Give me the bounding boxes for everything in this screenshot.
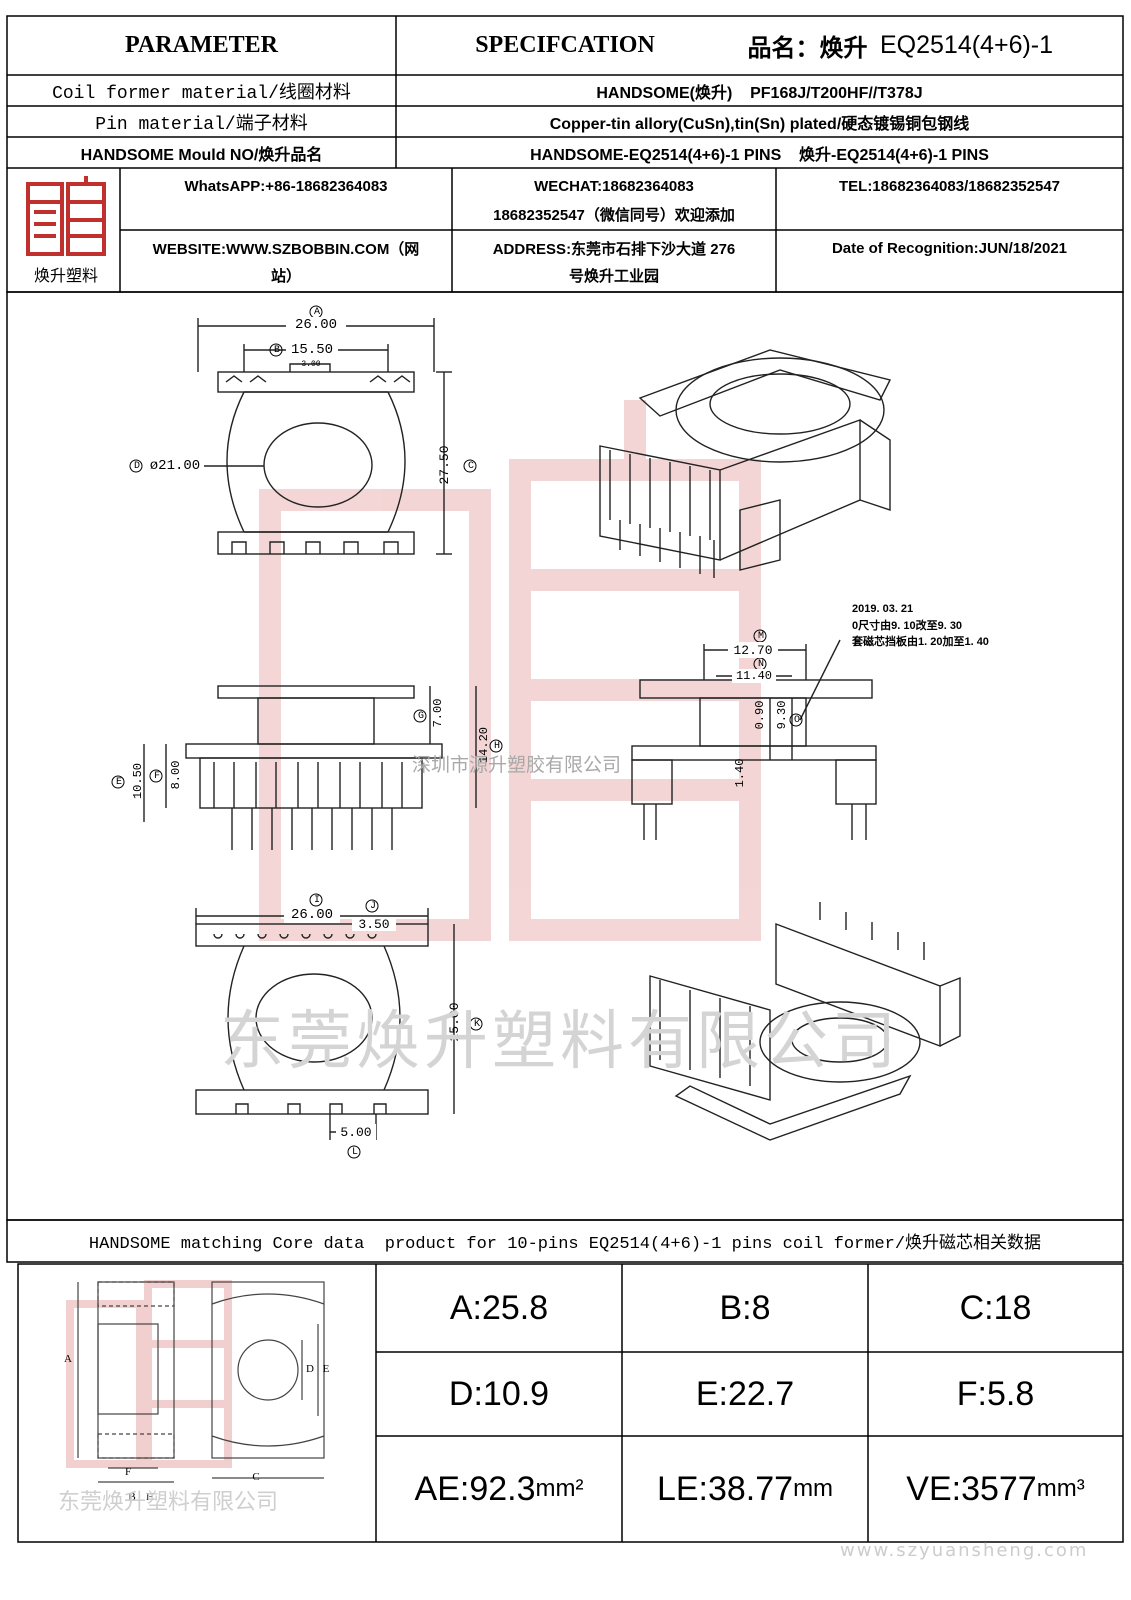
core-label-d: D bbox=[306, 1363, 314, 1375]
core-ae-unit: mm² bbox=[535, 1475, 584, 1502]
dim-value-i: 26.00 bbox=[284, 907, 340, 923]
dim-value-f: 8.00 bbox=[169, 760, 183, 790]
tel-text: TEL:18682364083/18682352547 bbox=[838, 177, 1061, 195]
dim-label-k: K bbox=[473, 1018, 480, 1030]
core-label-c: C bbox=[252, 1471, 260, 1483]
core-label-a: A bbox=[64, 1353, 72, 1365]
dim-label-l: L bbox=[351, 1146, 358, 1158]
core-ae-label: AE:92.3 bbox=[414, 1469, 536, 1508]
watermark-big: 东莞焕升塑料有限公司 bbox=[220, 1005, 900, 1079]
dim-label-o: O bbox=[793, 714, 800, 726]
coil-former-material-value: HANDSOME(焕升) PF168J/T200HF//T378J bbox=[596, 84, 923, 102]
mould-no-label: HANDSOME Mould NO/焕升品名 bbox=[80, 146, 323, 164]
dim-value-3: 3.00 bbox=[301, 359, 321, 369]
pin-material-value: Copper-tin allory(CuSn),tin(Sn) plated/硬… bbox=[549, 115, 970, 133]
dim-value-140: 1.40 bbox=[733, 758, 747, 788]
dim-label-j: J bbox=[369, 900, 376, 912]
core-label-e: E bbox=[322, 1363, 330, 1375]
company-logo-icon bbox=[26, 176, 106, 256]
core-le-unit: mm bbox=[793, 1475, 834, 1502]
dim-value-o1: 0.90 bbox=[753, 700, 767, 730]
product-name-label: 品名：焕升 bbox=[747, 34, 868, 62]
product-name-value: EQ2514(4+6)-1 bbox=[880, 31, 1054, 59]
core-le-label: LE:38.77 bbox=[656, 1469, 794, 1508]
core-label-h: H bbox=[146, 1491, 154, 1503]
dim-label-a: A bbox=[313, 306, 320, 318]
note-line3: 套磁芯挡板由1. 20加至1. 40 bbox=[852, 636, 989, 648]
dim-label-m: M bbox=[757, 630, 764, 642]
core-ve-label: VE:3577 bbox=[906, 1469, 1037, 1508]
core-b-value: B:8 bbox=[719, 1288, 771, 1327]
wechat-line1: WECHAT:18682364083 bbox=[534, 177, 694, 195]
address-line1: ADDRESS:东莞市石排下沙大道 276 bbox=[492, 240, 736, 258]
note-date: 2019. 03. 21 bbox=[852, 603, 914, 615]
core-d-value: D:10.9 bbox=[448, 1374, 550, 1413]
address-line2: 号焕升工业园 bbox=[568, 267, 659, 285]
website-line1[interactable]: WEBSITE:WWW.SZBOBBIN.COM（网 bbox=[152, 240, 420, 258]
core-diagram bbox=[66, 1280, 325, 1483]
core-a-value: A:25.8 bbox=[449, 1288, 549, 1327]
website-line2: 站） bbox=[270, 267, 301, 285]
core-data-title: HANDSOME matching Core data product for … bbox=[88, 1235, 1042, 1254]
coil-former-material-label: Coil former material/线圈材料 bbox=[52, 83, 351, 104]
mould-no-value: HANDSOME-EQ2514(4+6)-1 PINS 焕升-EQ2514(4+… bbox=[530, 146, 989, 164]
dim-label-g: G bbox=[417, 710, 424, 722]
dim-label-f: F bbox=[153, 770, 160, 782]
parameter-heading: PARAMETER bbox=[125, 32, 278, 58]
watermark-logo-icon bbox=[259, 400, 761, 941]
recognition-date: Date of Recognition:JUN/18/2021 bbox=[831, 239, 1068, 257]
company-logo-text: 焕升塑料 bbox=[33, 266, 98, 285]
dim-label-c: C bbox=[467, 460, 474, 472]
specification-heading: SPECIFCATION bbox=[475, 32, 655, 58]
dim-value-o2: 9.30 bbox=[775, 700, 789, 730]
dim-label-i: I bbox=[313, 894, 320, 906]
core-label-f: F bbox=[124, 1466, 132, 1478]
core-watermark: 东莞焕升塑料有限公司 bbox=[58, 1490, 279, 1515]
dim-label-h: H bbox=[493, 740, 500, 752]
note-line2: 0尺寸由9. 10改至9. 30 bbox=[852, 620, 963, 632]
core-ve-unit: mm³ bbox=[1036, 1475, 1085, 1502]
dim-value-d: ø21.00 bbox=[146, 458, 204, 474]
core-label-b: B bbox=[128, 1491, 136, 1503]
technical-drawing bbox=[111, 305, 961, 1159]
dim-value-a: 26.00 bbox=[286, 317, 346, 333]
core-c-value: C:18 bbox=[959, 1288, 1032, 1327]
footer-watermark: www.szyuansheng.com bbox=[840, 1540, 1089, 1561]
dim-value-g: 7.00 bbox=[431, 698, 445, 728]
dim-label-e: E bbox=[115, 776, 122, 788]
whatsapp-text: WhatsAPP:+86-18682364083 bbox=[184, 177, 388, 195]
dim-value-m: 12.70 bbox=[728, 642, 778, 658]
dim-value-e: 10.50 bbox=[131, 763, 145, 800]
dim-value-c: 27.50 bbox=[436, 445, 452, 485]
dim-label-b: B bbox=[273, 344, 280, 356]
core-f-value: F:5.8 bbox=[956, 1374, 1035, 1413]
watermark-line: 深圳市源升塑胶有限公司 bbox=[412, 754, 622, 776]
dim-label-d: D bbox=[133, 460, 140, 472]
dim-value-l: 5.00 bbox=[336, 1124, 376, 1140]
pin-material-label: Pin material/端子材料 bbox=[95, 114, 308, 135]
dim-value-j: 3.50 bbox=[352, 917, 396, 932]
wechat-line2: 18682352547（微信同号）欢迎添加 bbox=[493, 206, 735, 224]
core-e-value: E:22.7 bbox=[695, 1374, 795, 1413]
dim-value-n: 11.40 bbox=[732, 669, 776, 683]
dim-value-b: 15.50 bbox=[286, 342, 338, 358]
dim-label-n: N bbox=[757, 658, 764, 670]
